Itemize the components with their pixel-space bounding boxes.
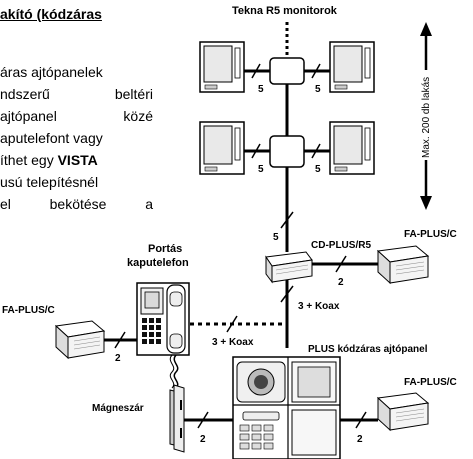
fa-plus-bottom-right (376, 392, 430, 432)
wire-slash (280, 285, 294, 303)
magnetic-lock (169, 384, 185, 453)
fa-plus-label: FA-PLUS/C (2, 305, 55, 316)
plus-panel-label: PLUS kódzáras ajtópanel (308, 344, 428, 355)
wire-slash (355, 411, 367, 429)
article-bold-text: VISTA (57, 152, 98, 168)
monitor-top-left (199, 41, 245, 93)
fa-plus-label: FA-PLUS/C (404, 377, 457, 388)
fa-plus-left (54, 320, 106, 360)
cd-plus-label: CD-PLUS/R5 (311, 240, 371, 251)
article-text: íthet egy (0, 152, 58, 168)
wire-slash (280, 211, 294, 229)
wire-count-label: 5 (273, 232, 279, 243)
wire-count-label: 5 (315, 84, 321, 95)
porter-label: Portás (148, 243, 182, 255)
wire-count-label: 2 (357, 434, 363, 445)
article-line-5: íthet egy VISTA (0, 150, 98, 170)
wire-slash (251, 143, 261, 159)
wire-slash (335, 255, 347, 273)
article-line-3: ajtópanel közé (0, 106, 153, 126)
lock-label: Mágneszár (92, 403, 144, 414)
article-word: beltéri (114, 86, 153, 102)
max-capacity-label: Max. 200 db lakás (421, 77, 432, 158)
article-line-7: el bekötése a (0, 194, 153, 214)
wire-slash (311, 63, 321, 79)
porter-label: kaputelefon (127, 257, 189, 269)
cd-plus-device (265, 251, 313, 284)
article-line-4: aputelefont vagy (0, 130, 103, 146)
wire-count-label: 5 (315, 164, 321, 175)
coax-label: 3 + Koax (298, 301, 340, 312)
max-capacity-arrow (420, 22, 432, 210)
article-line-1: áras ajtópanelek (0, 64, 103, 80)
monitor-middle-left (199, 121, 245, 175)
wire-slash (114, 331, 126, 349)
wire-count-label: 5 (258, 164, 264, 175)
article-word: ndszerű (0, 86, 50, 102)
fa-plus-top-right (376, 245, 430, 285)
junction-box-middle (269, 135, 305, 168)
coax-label: 3 + Koax (212, 337, 254, 348)
fa-plus-label: FA-PLUS/C (404, 229, 457, 240)
article-word: el (0, 196, 11, 212)
plus-door-panel (232, 356, 341, 459)
article-word: bekötése (49, 196, 107, 212)
article-line-6: usú telepítésnél (0, 174, 99, 190)
wire-count-label: 2 (200, 434, 206, 445)
monitors-label: Tekna R5 monitorok (232, 5, 338, 17)
wire-slash (197, 411, 209, 429)
wire-slash (311, 143, 321, 159)
porter-intercom (136, 282, 190, 389)
article-word: közé (123, 108, 153, 124)
wire-count-label: 2 (115, 353, 121, 364)
article-word: a (145, 196, 153, 212)
monitor-top-right (329, 41, 375, 93)
wire-slash (251, 63, 261, 79)
article-word: ajtópanel (0, 108, 57, 124)
article-title: akító (kódzáras (0, 6, 102, 22)
wire-slash (226, 315, 238, 333)
wire-count-label: 2 (338, 277, 344, 288)
wire-count-label: 5 (258, 84, 264, 95)
monitor-middle-right (329, 121, 375, 175)
junction-box-top (269, 57, 305, 85)
article-line-2: ndszerű beltéri (0, 84, 153, 104)
